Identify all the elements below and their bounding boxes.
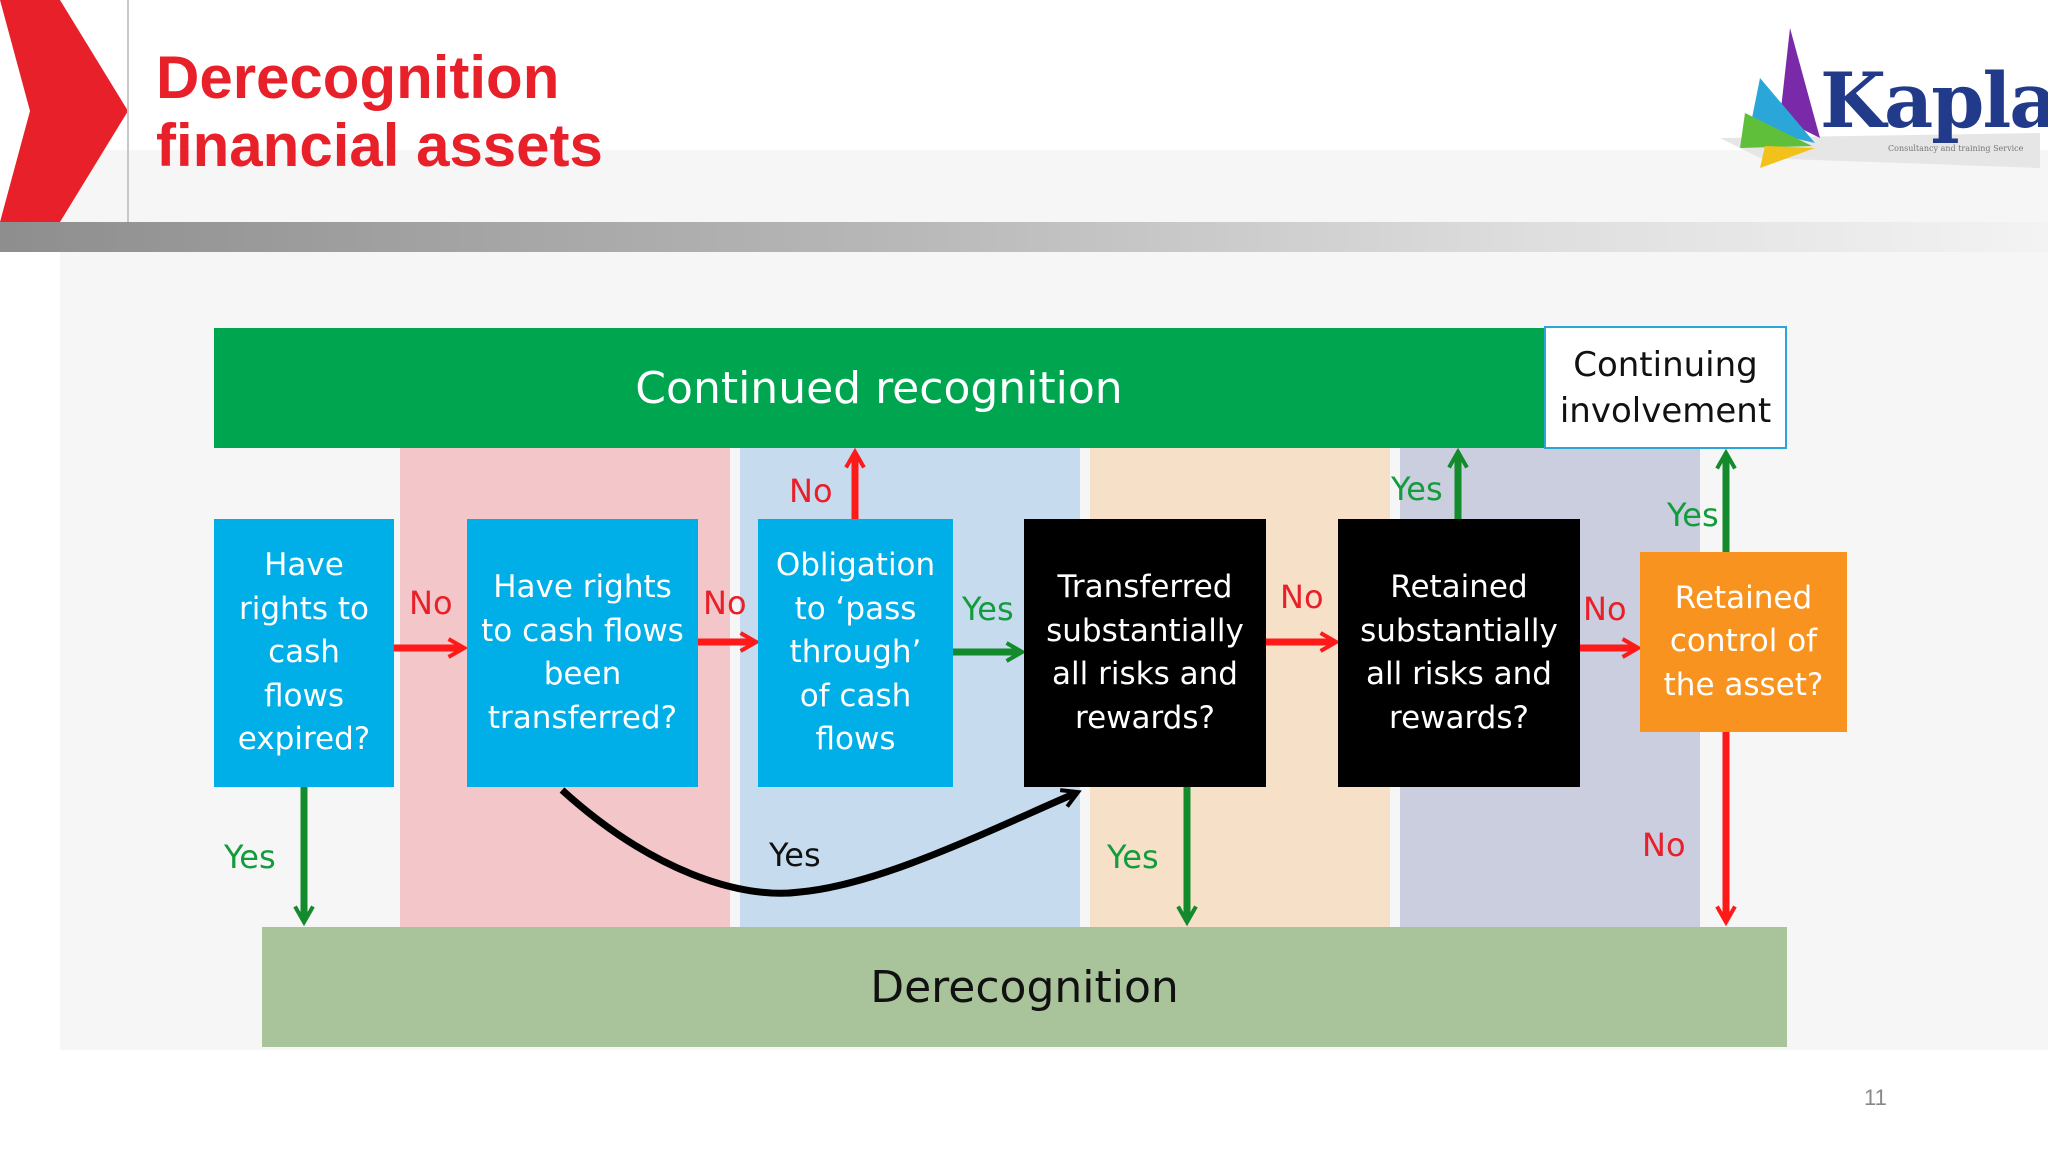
slide-title-line-1: Derecognition: [156, 44, 560, 111]
continuing-involvement-line-2: involvement: [1559, 390, 1772, 431]
continuing-involvement-line-1: Continuing: [1573, 344, 1758, 385]
header-bar: [0, 222, 2048, 252]
node-line: control of: [1669, 623, 1818, 660]
node-line: Retained: [1674, 579, 1813, 616]
node-line: all risks and: [1052, 656, 1238, 692]
node-line: through’: [789, 634, 922, 671]
node-line: to cash flows: [481, 612, 684, 649]
page-number: 11: [1864, 1085, 1887, 1110]
label-n5-yes: Yes: [1391, 470, 1443, 508]
node-transferred-risks: Transferred substantially all risks and …: [1024, 519, 1266, 787]
label-n6-no: No: [1642, 826, 1686, 864]
node-line: rewards?: [1389, 699, 1529, 736]
label-n4-no: No: [1280, 578, 1324, 616]
node-line: been: [543, 656, 622, 692]
node-rights-expired: Have rights to cash flows expired?: [214, 519, 394, 787]
logo-text: Kaplan: [1820, 56, 2048, 145]
logo: Kaplan Consultancy and training Service: [1720, 18, 2048, 178]
label-n2-no: No: [703, 584, 747, 622]
label-n5-no: No: [1583, 590, 1627, 628]
header-divider: [127, 0, 129, 222]
slide-title-line-2: financial assets: [156, 112, 603, 179]
node-line: the asset?: [1663, 666, 1824, 703]
node-line: flows: [264, 677, 344, 714]
label-n6-yes: Yes: [1667, 496, 1719, 534]
label-n3-yes: Yes: [962, 590, 1014, 628]
logo-tagline: Consultancy and training Service: [1888, 144, 2024, 153]
chevron-icon: [0, 0, 128, 222]
node-retained-control: Retained control of the asset?: [1640, 552, 1847, 732]
node-rights-transferred: Have rights to cash flows been transferr…: [467, 519, 698, 787]
derecognition-band: Derecognition: [262, 927, 1787, 1047]
node-line: expired?: [237, 721, 371, 758]
node-line: all risks and: [1366, 656, 1552, 692]
node-line: Have: [264, 547, 344, 584]
node-line: Have rights: [493, 569, 672, 605]
node-line: transferred?: [487, 699, 678, 736]
node-retained-risks: Retained substantially all risks and rew…: [1338, 519, 1580, 787]
logo-swoosh-icon: [1720, 28, 2040, 168]
node-line: flows: [815, 721, 896, 758]
node-line: rights to: [239, 590, 369, 627]
node-line: substantially: [1046, 612, 1244, 649]
node-line: Retained: [1390, 569, 1528, 605]
arrow-n2-to-n4-curve: [559, 787, 1082, 897]
node-line: substantially: [1360, 612, 1558, 649]
label-n3-no: No: [789, 472, 833, 510]
node-line: Transferred: [1057, 569, 1233, 605]
slide-title: Derecognition financial assets: [156, 44, 603, 180]
label-n1-yes: Yes: [224, 838, 276, 876]
label-n2-yes: Yes: [769, 836, 821, 874]
node-pass-through-obligation: Obligation to ‘pass through’ of cash flo…: [758, 519, 953, 787]
continuing-involvement-box: Continuing involvement: [1544, 326, 1787, 449]
node-line: of cash: [799, 677, 912, 714]
node-line: cash: [268, 634, 340, 671]
node-line: Obligation: [775, 547, 936, 584]
continued-recognition-band: Continued recognition: [214, 328, 1544, 448]
label-n1-no: No: [409, 584, 453, 622]
node-line: to ‘pass: [794, 590, 917, 627]
node-line: rewards?: [1075, 699, 1215, 736]
label-n4-yes: Yes: [1107, 838, 1159, 876]
